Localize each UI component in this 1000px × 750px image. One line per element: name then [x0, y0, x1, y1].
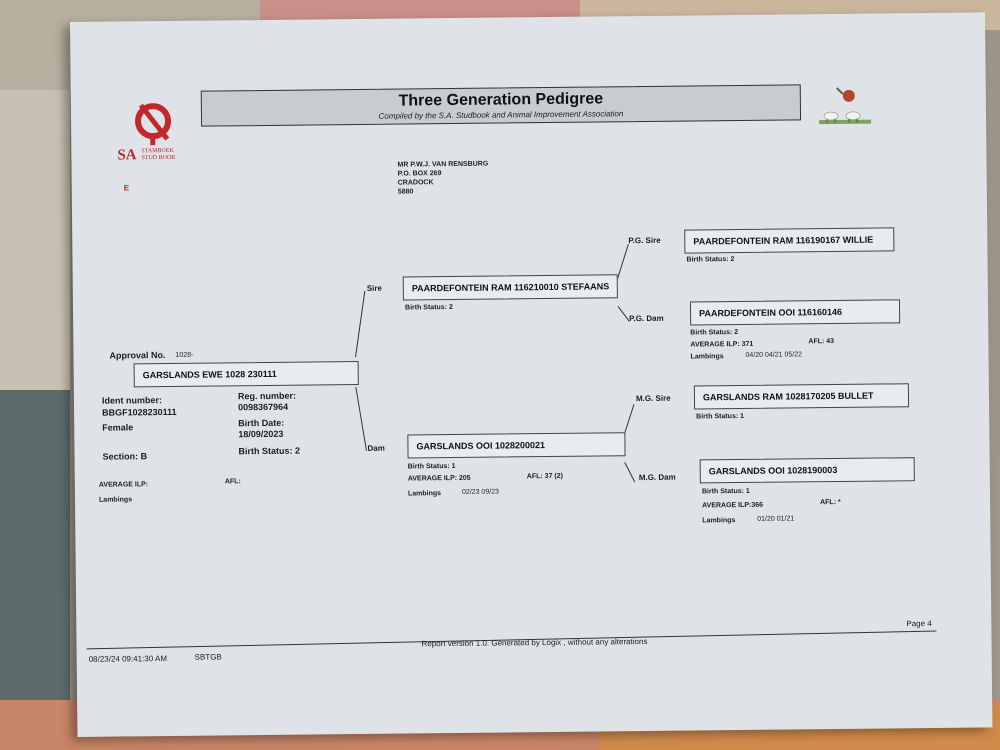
owner-address: MR P.W.J. VAN RENSBURG P.O. BOX 269 CRAD… — [397, 160, 488, 197]
dam-label: Dam — [367, 443, 385, 453]
sire-birth-status: Birth Status: 2 — [404, 304, 453, 312]
pg-sire-label: P.G. Sire — [628, 235, 661, 246]
logo-line2: STUD BOOK — [141, 154, 176, 162]
pg-dam-lambings-value: 04/20 04/21 05/22 — [745, 351, 803, 359]
reg-label: Reg. number: — [237, 390, 296, 402]
pg-sire-birth-status: Birth Status: 2 — [686, 256, 735, 264]
sire-name: PAARDEFONTEIN RAM 116210010 STEFAANS — [411, 281, 610, 294]
sheep-illustration-icon — [819, 87, 872, 125]
approval-value: 1028- — [175, 351, 194, 359]
mg-dam-lambings-label: Lambings — [702, 517, 736, 525]
ident-label: Ident number: — [101, 395, 163, 406]
footer-timestamp: 08/23/24 09:41:30 AM — [88, 654, 168, 664]
birth-date-value: 18/09/2023 — [238, 428, 284, 440]
studbook-emblem-icon — [135, 103, 172, 146]
animal-name: GARSLANDS EWE 1028 230111 — [142, 368, 277, 381]
pg-dam-avg-ilp: AVERAGE ILP: 371 — [690, 340, 754, 349]
mg-dam-lambings-value: 01/20 01/21 — [757, 515, 795, 523]
birth-date-label: Birth Date: — [238, 417, 285, 429]
dam-avg-ilp: AVERAGE ILP: 205 — [407, 474, 471, 483]
pg-dam-lambings-label: Lambings — [690, 353, 724, 361]
pg-dam-label: P.G. Dam — [629, 313, 664, 324]
dam-birth-status: Birth Status: 1 — [407, 462, 456, 471]
animal-lambings: Lambings — [98, 496, 133, 504]
reg-value: 0098367964 — [237, 401, 289, 413]
mg-dam-afl: AFL: * — [820, 498, 841, 507]
animal-afl: AFL: — [224, 478, 241, 486]
animal-sex: Female — [102, 422, 134, 433]
pg-sire-name-box: PAARDEFONTEIN RAM 116190167 WILLIE — [684, 227, 895, 254]
mg-sire-name-box: GARSLANDS RAM 1028170205 BULLET — [693, 383, 910, 410]
footer-code: SBTGB — [194, 652, 222, 662]
form-marker: E — [123, 183, 130, 193]
mg-dam-birth-status: Birth Status: 1 — [701, 487, 750, 496]
pg-dam-name-box: PAARDEFONTEIN OOI 116160146 — [689, 299, 901, 326]
mg-sire-birth-status: Birth Status: 1 — [696, 412, 745, 421]
section: Section: B — [102, 451, 148, 462]
dam-lambings-label: Lambings — [407, 490, 442, 498]
ident-value: BBGF1028230111 — [102, 406, 177, 418]
mg-sire-name: GARSLANDS RAM 1028170205 BULLET — [702, 390, 874, 403]
pedigree-connector-lines — [86, 244, 937, 650]
dam-lambings-value: 02/23 09/23 — [461, 488, 499, 496]
pedigree-sheet: SA STAMBOEK STUD BOOK E Three Generation… — [70, 12, 993, 737]
sire-name-box: PAARDEFONTEIN RAM 116210010 STEFAANS — [402, 274, 618, 301]
animal-avg-ilp: AVERAGE ILP: — [98, 481, 149, 489]
pg-sire-name: PAARDEFONTEIN RAM 116190167 WILLIE — [693, 234, 874, 247]
owner-name: MR P.W.J. VAN RENSBURG — [397, 160, 489, 169]
approval-label: Approval No. — [109, 350, 166, 361]
animal-birth-status: Birth Status: 2 — [238, 445, 301, 457]
pg-dam-birth-status: Birth Status: 2 — [690, 329, 739, 337]
pg-dam-name: PAARDEFONTEIN OOI 116160146 — [699, 306, 843, 319]
dam-name-box: GARSLANDS OOI 1028200021 — [407, 432, 626, 459]
logo-sa: SA — [117, 147, 137, 164]
mg-sire-label: M.G. Sire — [635, 393, 671, 404]
studbook-logo: SA STAMBOEK STUD BOOK — [117, 99, 214, 170]
logo-line1: STAMBOEK — [141, 147, 174, 155]
animal-name-box: GARSLANDS EWE 1028 230111 — [133, 360, 359, 388]
dam-name: GARSLANDS OOI 1028200021 — [416, 440, 546, 452]
dam-afl: AFL: 37 (2) — [526, 472, 563, 481]
title-banner: Three Generation Pedigree Compiled by th… — [200, 84, 802, 127]
mg-dam-avg-ilp: AVERAGE ILP:366 — [702, 501, 764, 510]
pg-dam-afl: AFL: 43 — [808, 338, 835, 346]
owner-code: 5880 — [397, 188, 414, 196]
mg-dam-name-box: GARSLANDS OOI 1028190003 — [699, 457, 915, 484]
mg-dam-name: GARSLANDS OOI 1028190003 — [708, 464, 838, 477]
footer-page: Page 4 — [906, 619, 932, 629]
mg-dam-label: M.G. Dam — [638, 472, 676, 483]
sire-label: Sire — [366, 283, 382, 293]
